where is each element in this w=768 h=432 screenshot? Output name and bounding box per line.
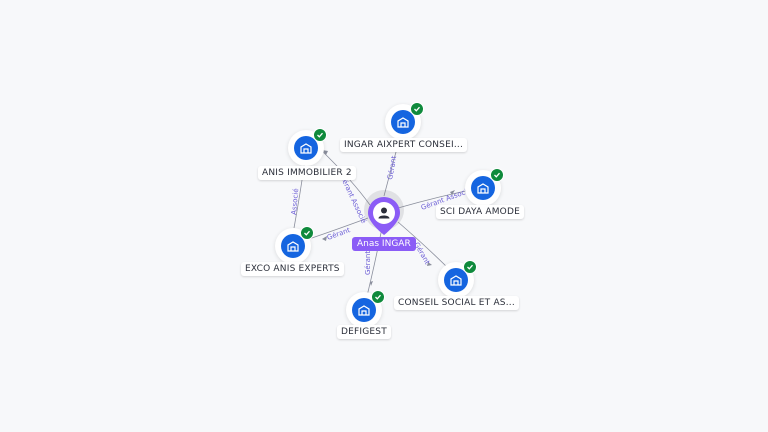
verified-check-icon — [313, 128, 327, 142]
arrow-icon — [427, 262, 432, 266]
building-icon — [294, 136, 318, 160]
building-icon — [444, 268, 468, 292]
verified-check-icon — [463, 260, 477, 274]
node-conseil-social[interactable] — [438, 260, 477, 298]
node-label-anis-immobilier-2[interactable]: ANIS IMMOBILIER 2 — [258, 166, 356, 180]
node-sci-daya-amode[interactable] — [465, 168, 504, 206]
node-label-defigest[interactable]: DEFIGEST — [337, 325, 391, 339]
verified-check-icon — [371, 290, 385, 304]
node-ingar-aixpert[interactable] — [385, 102, 424, 140]
edge-label-ingar-aixpert: Gérant — [386, 155, 398, 180]
arrow-icon — [450, 190, 455, 195]
person-icon — [378, 207, 390, 219]
node-defigest[interactable] — [346, 290, 385, 328]
verified-check-icon — [490, 168, 504, 182]
arrow-icon — [370, 281, 373, 286]
building-icon — [471, 176, 495, 200]
edge-label-anis-exco: Associé — [290, 188, 300, 215]
building-icon — [391, 110, 415, 134]
verified-check-icon — [300, 226, 314, 240]
node-exco-anis[interactable] — [275, 226, 314, 264]
edge-label-defigest: Gérant — [364, 251, 372, 275]
arrow-icon — [322, 236, 327, 241]
node-label-sci-daya-amode[interactable]: SCI DAYA AMODE — [436, 205, 524, 219]
center-label[interactable]: Anas INGAR — [352, 237, 416, 251]
building-icon — [281, 234, 305, 258]
edge-label-anis-immobilier-2: Gérant Associé — [338, 173, 368, 224]
node-label-conseil-social[interactable]: CONSEIL SOCIAL ET AS... — [394, 296, 519, 310]
verified-check-icon — [410, 102, 424, 116]
node-anis-immobilier-2[interactable] — [288, 128, 327, 166]
person-pin[interactable] — [366, 195, 402, 239]
node-label-exco-anis[interactable]: EXCO ANIS EXPERTS — [241, 262, 344, 276]
building-icon — [352, 298, 376, 322]
node-label-ingar-aixpert[interactable]: INGAR AIXPERT CONSEI... — [340, 138, 468, 152]
